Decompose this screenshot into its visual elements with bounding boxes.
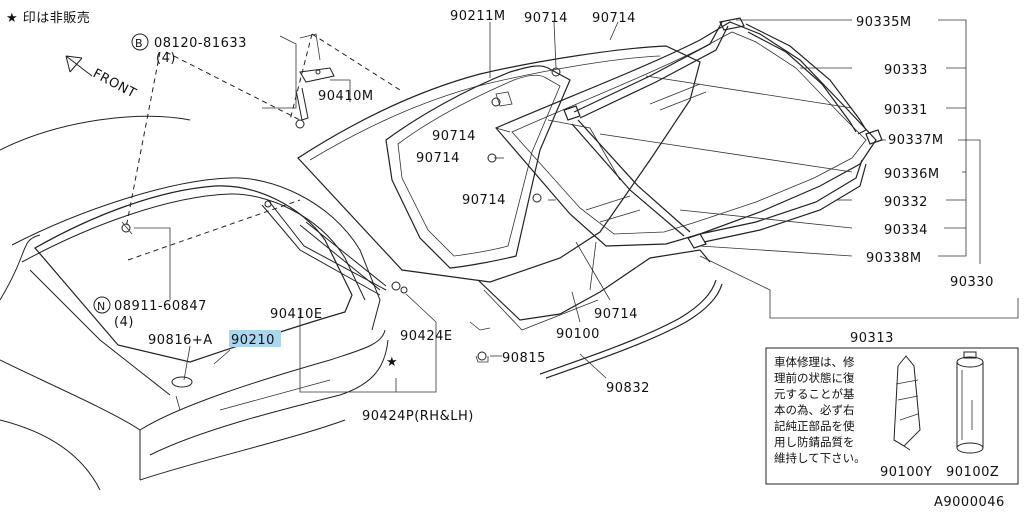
note-line-5: 記純正部品を使 [774,419,855,433]
front-arrow-icon [65,55,93,77]
part-labels: 90211M 90714 90714 90335M 90333 90331 90… [93,9,994,424]
stay-struts [261,199,408,296]
label-nut-n: 08911-60847 [114,299,207,314]
label-90313: 90313 [850,331,894,346]
label-90832: 90832 [606,381,650,396]
note-box: 車体修理は、修 理前の状態に復 元することが基 本の為、必ず右 記純正部品を使 … [765,347,1019,485]
label-bolt-b: 08120-81633 [154,36,247,51]
highlight-90210 [229,330,281,347]
label-90714-c: 90714 [432,129,476,144]
label-90331: 90331 [884,103,928,118]
note-line-3: 元することが基 [774,387,855,401]
label-90332: 90332 [884,195,928,210]
diagram-code: A9000046 [934,495,1005,510]
label-90338M: 90338M [866,251,922,266]
label-90100Z: 90100Z [946,465,999,480]
label-90714-a: 90714 [524,11,568,26]
note-line-6: 用し防錆品質を [774,435,855,449]
hinge-assembly [295,33,335,129]
front-label: FRONT [90,66,138,101]
label-90337M: 90337M [888,133,944,148]
back-door-inner-frame [385,65,571,269]
note-line-4: 本の為、必ず右 [774,403,855,417]
label-90424P: 90424P(RH&LH) [362,409,474,424]
label-bolt-b-qty: (4) [156,51,176,66]
emblem-hole [171,376,193,388]
label-90410E: 90410E [270,307,323,322]
label-90410M: 90410M [318,89,374,104]
note-line-2: 理前の状態に復 [774,371,855,385]
label-90100Y: 90100Y [880,465,932,480]
spray-can-icon [956,351,984,454]
moldings [475,17,883,379]
note-line-1: 車体修理は、修 [774,355,855,369]
rear-glass [495,21,877,247]
label-90714-e: 90714 [462,193,506,208]
legend-star-note: ★ 印は非販売 [6,10,90,26]
label-90815: 90815 [502,351,546,366]
label-90714-b: 90714 [592,11,636,26]
bolt-b-badge [131,33,149,51]
mount-point [121,223,131,233]
leader-lines [134,19,1019,393]
label-90336M: 90336M [884,167,940,182]
bolt-b-prefix: B [135,37,143,50]
label-90100: 90100 [556,327,600,342]
nut-n-prefix: N [97,300,105,313]
clip-90815 [477,351,487,361]
paint-tube-icon [893,355,921,451]
label-nut-n-qty: (4) [114,315,134,330]
note-line-7: 維持して下さい。 [774,451,866,465]
label-90424E: 90424E [400,329,453,344]
label-90330: 90330 [950,275,994,290]
label-90210: 90210 [231,333,275,348]
label-90335M: 90335M [856,15,912,30]
star-marker: ★ [386,355,398,370]
label-90816A: 90816+A [148,333,213,348]
nut-n-badge [93,296,111,314]
label-90211M: 90211M [450,9,506,24]
back-door-outer [297,45,711,331]
label-90714-d: 90714 [416,151,460,166]
car-body [0,115,389,491]
label-90333: 90333 [884,63,928,78]
label-90334: 90334 [884,223,928,238]
label-90714-f: 90714 [594,307,638,322]
